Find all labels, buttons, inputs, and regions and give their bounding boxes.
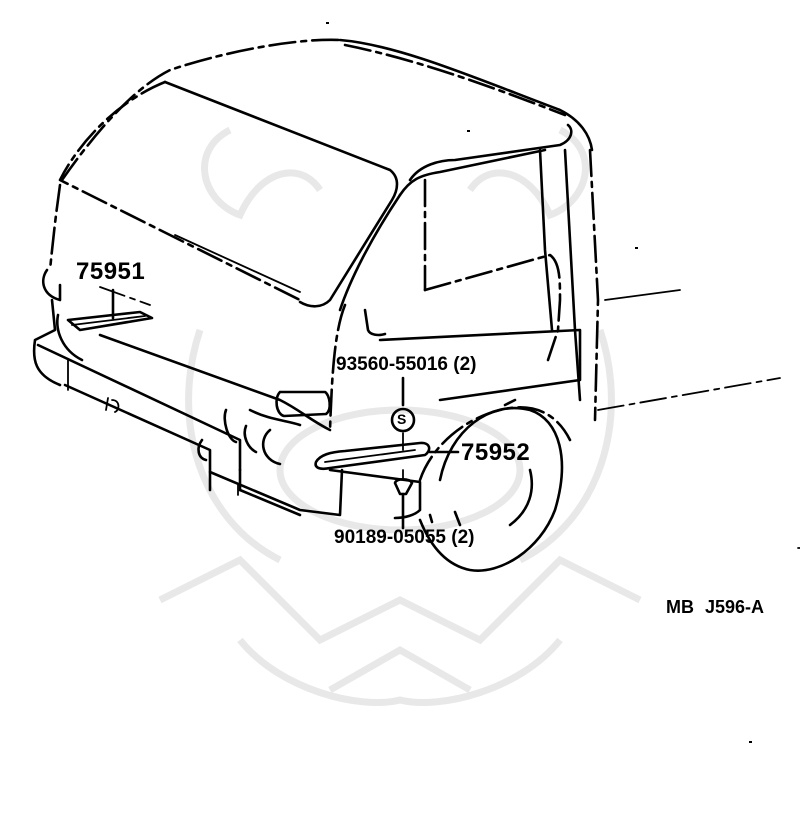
speck [635,247,638,249]
callout-93560-55016: 93560-55016 (2) [336,354,477,375]
callout-75952: 75952 [461,439,531,466]
cab-roof [58,38,594,308]
callout-90189-05055: 90189-05055 (2) [334,527,475,548]
fender-wheel [328,398,800,572]
cab-front [32,183,344,517]
screw-93560 [390,376,416,451]
speck [467,130,470,132]
emblem-75952 [314,441,460,471]
screw-s-marker: S [397,411,407,427]
callout-75951: 75951 [76,258,146,285]
clip-90189 [393,469,414,530]
watermark-emblem [158,126,642,706]
diagram-reference-code: MB J596-A [666,597,765,617]
speck [749,741,752,743]
speck [326,22,329,24]
cab-door [328,123,781,432]
emblem-75951 [66,286,154,332]
